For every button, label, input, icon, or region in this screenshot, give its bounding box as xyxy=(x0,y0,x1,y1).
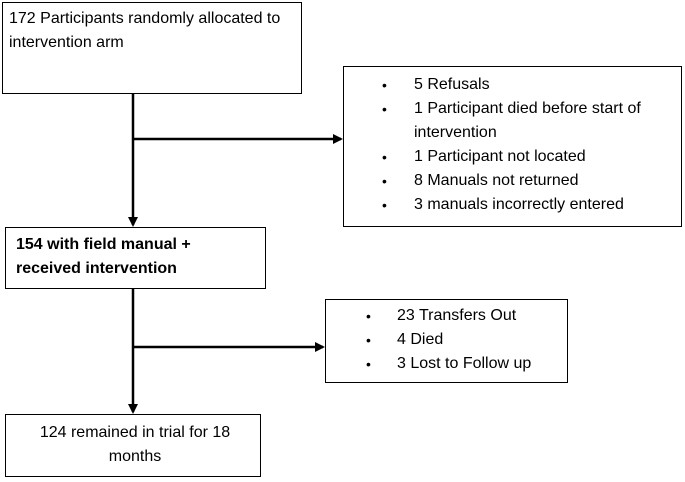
exclusions-list-2: •23 Transfers Out •4 Died •3 Lost to Fol… xyxy=(326,304,561,376)
bullet-icon: • xyxy=(382,149,387,165)
list-item: •1 Participant not located xyxy=(344,145,675,169)
exclusions-list-1: •5 Refusals •1 Participant died before s… xyxy=(344,73,675,217)
bullet-icon: • xyxy=(366,332,371,348)
exclusions-box-2: •23 Transfers Out •4 Died •3 Lost to Fol… xyxy=(325,299,568,383)
list-item: •3 manuals incorrectly entered xyxy=(344,193,675,217)
remained-text: 124 remained in trial for 18 months xyxy=(39,424,231,465)
list-item: •4 Died xyxy=(326,328,561,352)
list-item: •3 Lost to Follow up xyxy=(326,352,561,376)
bullet-icon: • xyxy=(382,197,387,213)
list-item: •8 Manuals not returned xyxy=(344,169,675,193)
intervention-box: 154 with field manual + received interve… xyxy=(5,227,266,289)
intervention-text: with field manual + received interventio… xyxy=(16,236,191,277)
remained-box: 124 remained in trial for 18 months xyxy=(5,414,261,477)
list-item: •23 Transfers Out xyxy=(326,304,561,328)
list-item: •5 Refusals xyxy=(344,73,675,97)
intervention-count: 154 xyxy=(16,236,43,253)
allocated-text: 172 Participants randomly allocated to i… xyxy=(9,10,281,51)
bullet-icon: • xyxy=(382,101,387,117)
bullet-icon: • xyxy=(382,77,387,93)
exclusions-box-1: •5 Refusals •1 Participant died before s… xyxy=(343,66,682,227)
bullet-icon: • xyxy=(366,356,371,372)
bullet-icon: • xyxy=(366,308,371,324)
allocated-box: 172 Participants randomly allocated to i… xyxy=(2,2,302,94)
bullet-icon: • xyxy=(382,173,387,189)
list-item: •1 Participant died before start of inte… xyxy=(344,97,675,145)
